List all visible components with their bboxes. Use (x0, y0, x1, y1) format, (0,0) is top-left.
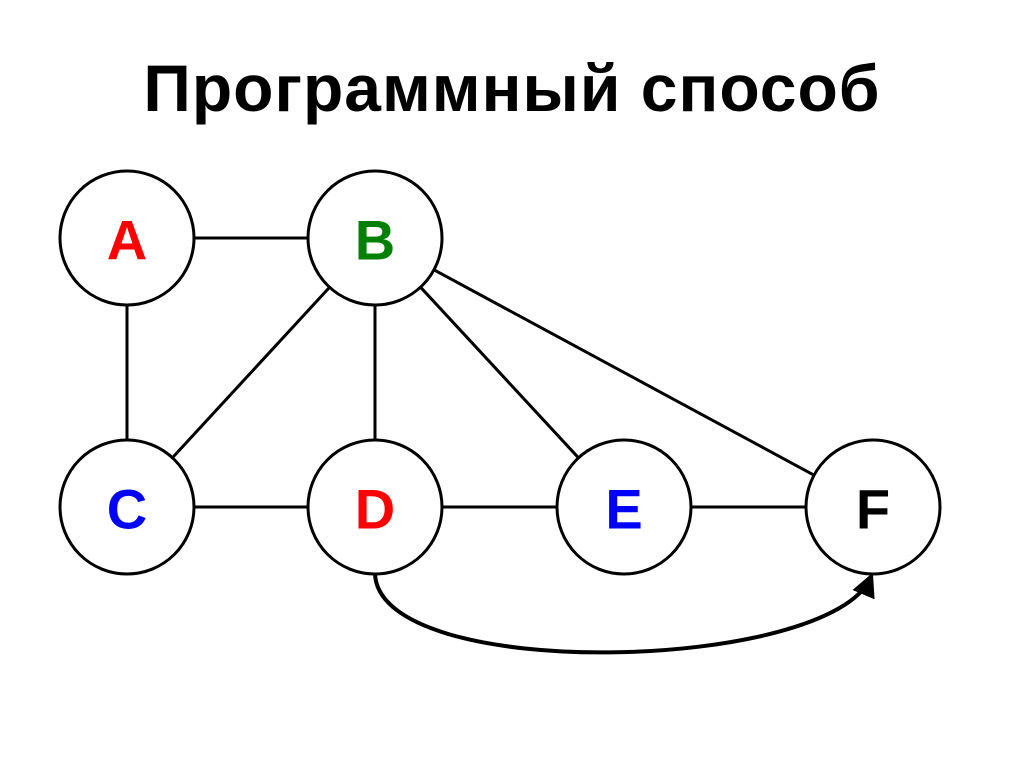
node-label-d: D (355, 478, 395, 541)
node-e: E (555, 438, 693, 576)
edges-layer (125, 236, 815, 509)
node-d: D (306, 438, 444, 576)
node-label-a: A (107, 209, 147, 272)
node-circle-b (306, 169, 444, 307)
node-c: C (58, 438, 196, 576)
node-b: B (306, 169, 444, 307)
slide-title: Программный способ (143, 51, 881, 125)
node-circle-c (58, 438, 196, 576)
node-circle-a (58, 169, 196, 307)
edge-b-e (419, 286, 580, 459)
node-circle-d (306, 438, 444, 576)
arrows-layer (373, 572, 875, 655)
node-label-f: F (856, 478, 890, 541)
node-label-c: C (107, 478, 147, 541)
node-label-b: B (355, 209, 395, 272)
node-label-e: E (605, 478, 642, 541)
arrow-d-f (373, 572, 875, 655)
node-f: F (804, 438, 942, 576)
edge-b-c (171, 286, 331, 459)
node-circle-e (555, 438, 693, 576)
node-circle-f (804, 438, 942, 576)
edge-b-f (433, 268, 815, 477)
nodes-layer: A B C D E F (58, 169, 942, 576)
node-a: A (58, 169, 196, 307)
